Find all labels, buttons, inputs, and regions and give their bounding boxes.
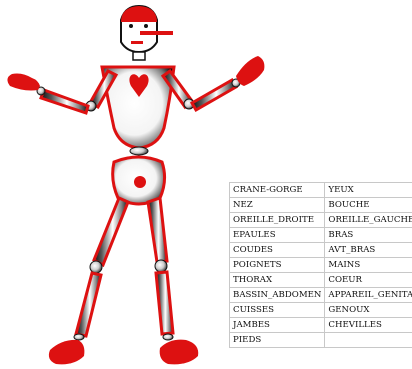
table-cell: EPAULES xyxy=(230,228,325,243)
right-knee xyxy=(155,260,167,272)
right-hand xyxy=(236,56,264,86)
nose xyxy=(140,31,173,35)
table-cell: OREILLE_GAUCHE xyxy=(325,213,412,228)
right-ankle xyxy=(163,334,173,340)
table-cell: YEUX xyxy=(325,183,412,198)
table-cell: BOUCHE xyxy=(325,198,412,213)
table-cell: POIGNETS xyxy=(230,258,325,273)
skull-cap xyxy=(121,6,157,22)
table-cell: THORAX xyxy=(230,273,325,288)
left-leg xyxy=(49,198,128,364)
table-cell: PIEDS xyxy=(230,333,325,348)
table-cell: COUDES xyxy=(230,243,325,258)
table-cell: APPAREIL_GENITAL xyxy=(325,288,412,303)
left-knee xyxy=(90,261,102,273)
left-eye xyxy=(129,24,133,28)
table-cell: AVT_BRAS xyxy=(325,243,412,258)
right-leg xyxy=(148,198,198,364)
left-hand xyxy=(7,74,40,91)
right-eye xyxy=(144,24,148,28)
table-cell: CUISSES xyxy=(230,303,325,318)
table-cell: COEUR xyxy=(325,273,412,288)
head xyxy=(121,6,173,60)
left-arm xyxy=(7,71,116,113)
table-row: PIEDS xyxy=(230,333,412,348)
table-cell: GENOUX xyxy=(325,303,412,318)
table-cell: BRAS xyxy=(325,228,412,243)
table-cell: JAMBES xyxy=(230,318,325,333)
genitals xyxy=(134,176,146,188)
table-cell: NEZ xyxy=(230,198,325,213)
table-cell xyxy=(325,333,412,348)
table-cell: CHEVILLES xyxy=(325,318,412,333)
table-cell: OREILLE_DROITE xyxy=(230,213,325,228)
left-foot xyxy=(49,340,85,364)
right-foot xyxy=(160,340,199,365)
left-ankle xyxy=(74,334,84,340)
table-cell: CRANE-GORGE xyxy=(230,183,325,198)
mouth xyxy=(131,41,143,44)
right-arm xyxy=(163,56,264,110)
table-cell: MAINS xyxy=(325,258,412,273)
table-cell: BASSIN_ABDOMEN xyxy=(230,288,325,303)
pelvis xyxy=(113,147,165,204)
neck xyxy=(133,52,145,60)
